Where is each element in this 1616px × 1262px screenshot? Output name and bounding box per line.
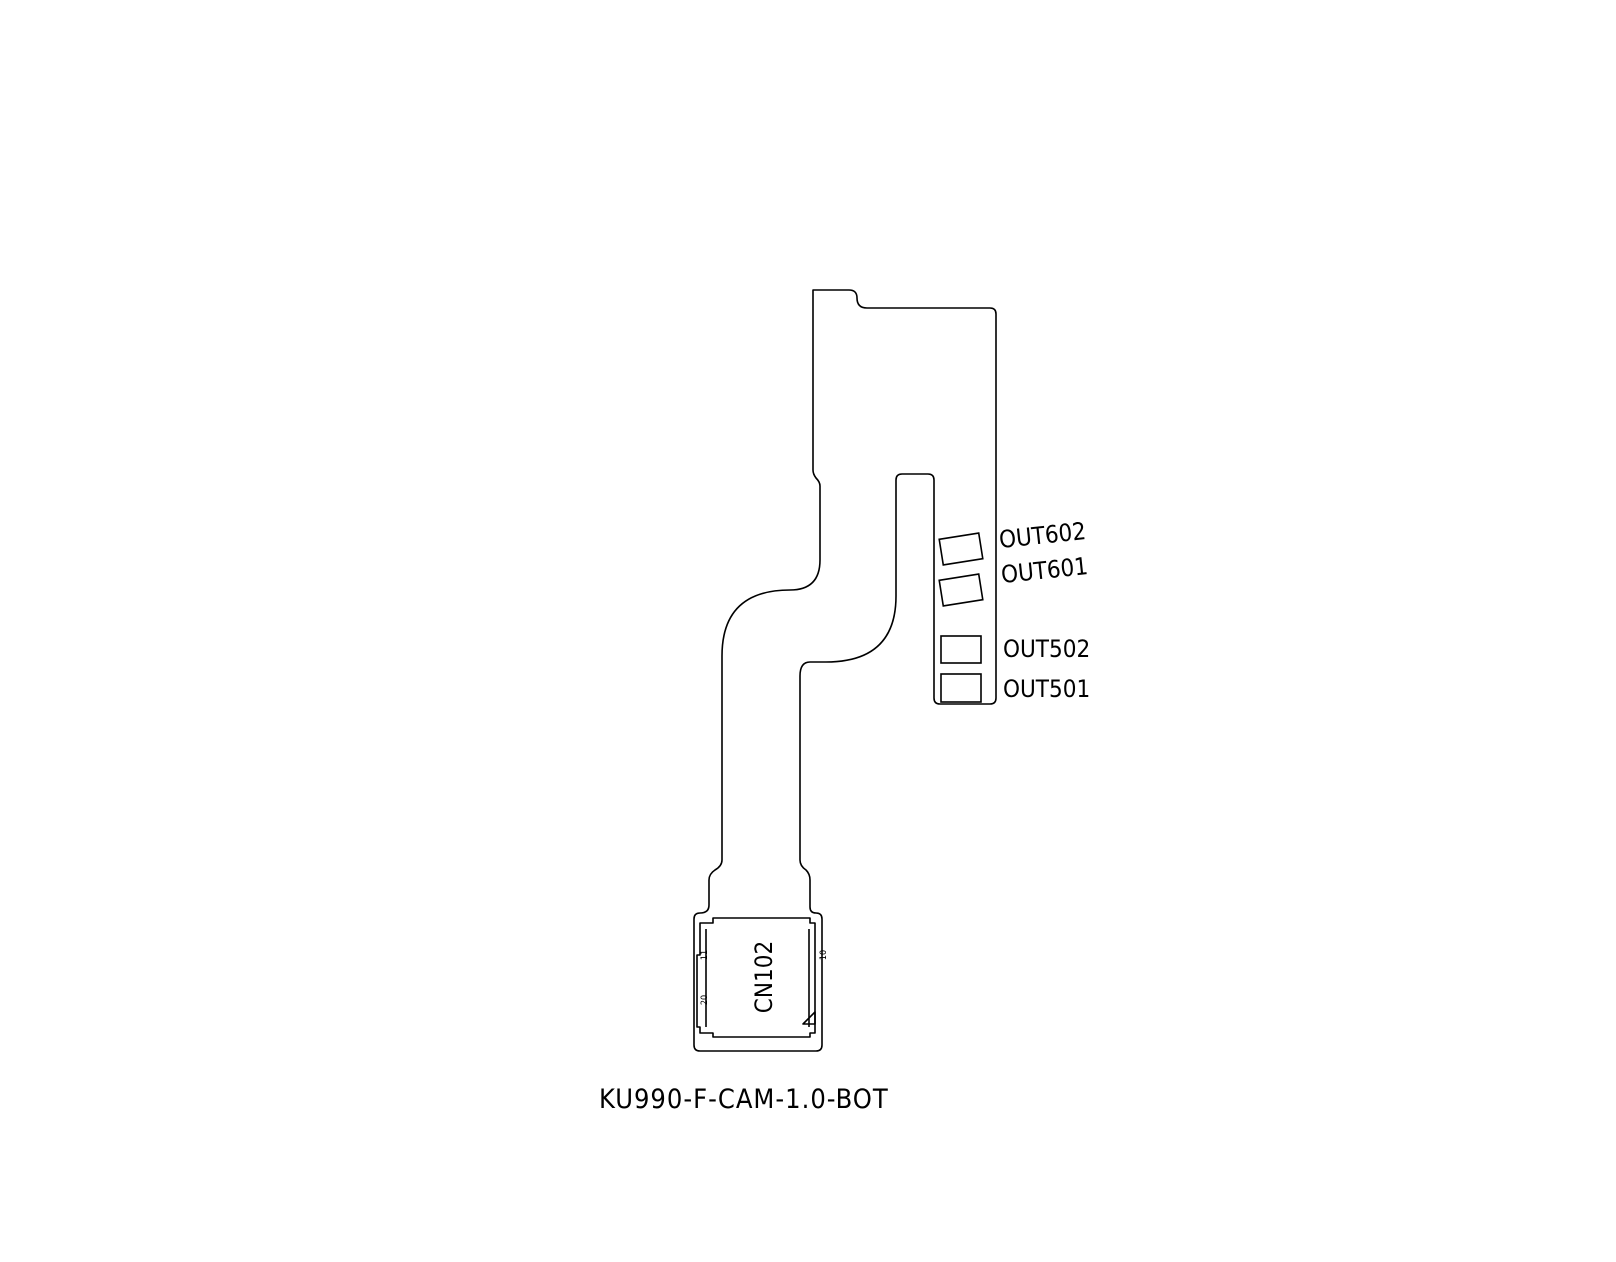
pad-out601-label: OUT601 <box>1000 552 1090 589</box>
connector-pin-label-20: 20 <box>700 995 710 1005</box>
flex-board-outline <box>693 289 997 1052</box>
pad-out601: OUT601 <box>938 552 1090 607</box>
pad-out502: OUT502 <box>940 635 1090 664</box>
connector-cn102: CN102 11 20 10 <box>696 917 829 1038</box>
connector-pin-label-10: 10 <box>819 950 829 960</box>
connector-body <box>696 917 816 1038</box>
pad-out501-label: OUT501 <box>1003 675 1090 703</box>
pad-out501-shape <box>940 673 982 703</box>
pad-out601-shape <box>938 573 984 607</box>
pad-out502-label: OUT502 <box>1003 635 1090 663</box>
pad-out602-shape <box>938 532 984 566</box>
board-name-label: KU990-F-CAM-1.0-BOT <box>599 1084 889 1115</box>
pad-out602-label: OUT602 <box>998 517 1088 554</box>
connector-pin-label-11: 11 <box>700 950 710 960</box>
pad-out501: OUT501 <box>940 673 1090 703</box>
pad-out502-shape <box>940 635 982 664</box>
connector-ref-label: CN102 <box>750 941 778 1013</box>
